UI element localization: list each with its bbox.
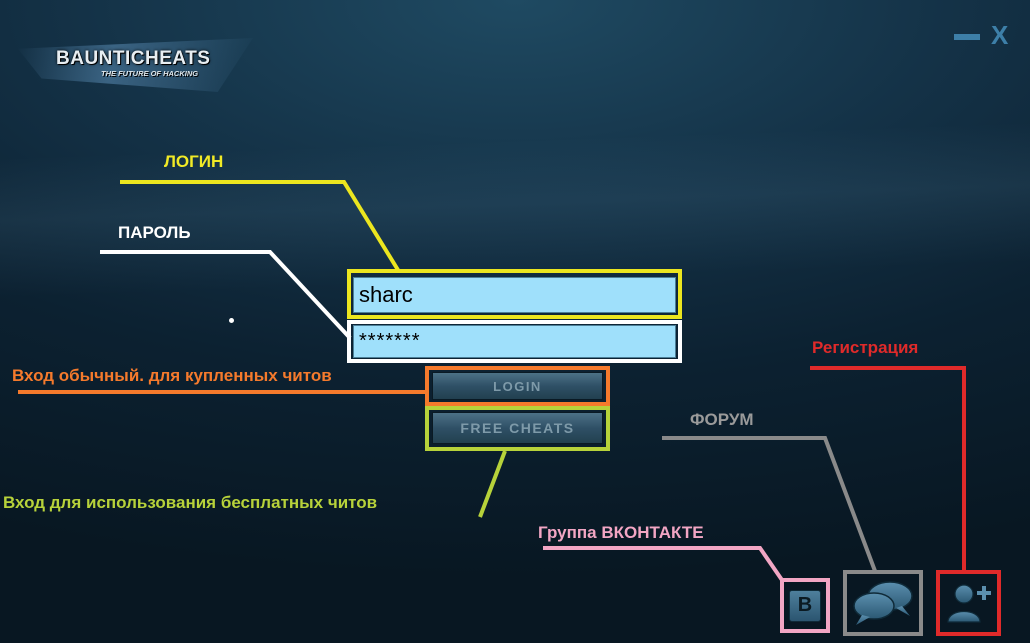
forum-pointer-line	[662, 436, 877, 572]
add-user-icon	[946, 584, 991, 623]
normal-login-annotation: Вход обычный. для купленных читов	[12, 366, 332, 385]
forum-annotation: ФОРУМ	[690, 410, 754, 429]
free-login-pointer-line	[478, 450, 507, 518]
registration-annotation: Регистрация	[812, 338, 919, 357]
password-annotation: ПАРОЛЬ	[118, 223, 191, 242]
free-cheats-button-highlight	[425, 406, 610, 451]
registration-pointer-line	[810, 366, 966, 571]
vk-annotation: Группа ВКОНТАКТЕ	[538, 523, 704, 542]
free-cheats-button[interactable]: FREE CHEATS	[432, 412, 603, 444]
cursor-dot	[229, 318, 234, 323]
close-button[interactable]: X	[991, 20, 1009, 50]
login-button-highlight	[425, 366, 610, 406]
password-field-highlight	[347, 320, 682, 363]
forum-button[interactable]	[843, 570, 923, 636]
forum-chat-icon	[853, 581, 913, 625]
vk-pointer-line	[543, 546, 784, 582]
vk-icon: В	[789, 589, 821, 622]
login-input[interactable]	[353, 277, 676, 313]
free-login-annotation: Вход для использования бесплатных читов	[3, 493, 378, 512]
login-button[interactable]: LOGIN	[432, 372, 603, 400]
app-logo: BAUNTICHEATS THE FUTURE OF HACKING	[18, 32, 258, 94]
logo-title: BAUNTICHEATS	[56, 48, 211, 69]
registration-button[interactable]	[936, 570, 1001, 636]
login-annotation: ЛОГИН	[164, 152, 224, 171]
minimize-button[interactable]	[954, 34, 980, 40]
login-field-highlight	[347, 269, 682, 319]
vk-group-button[interactable]: В	[780, 578, 830, 633]
logo-subtitle: THE FUTURE OF HACKING	[101, 69, 199, 78]
password-input[interactable]	[353, 325, 676, 358]
